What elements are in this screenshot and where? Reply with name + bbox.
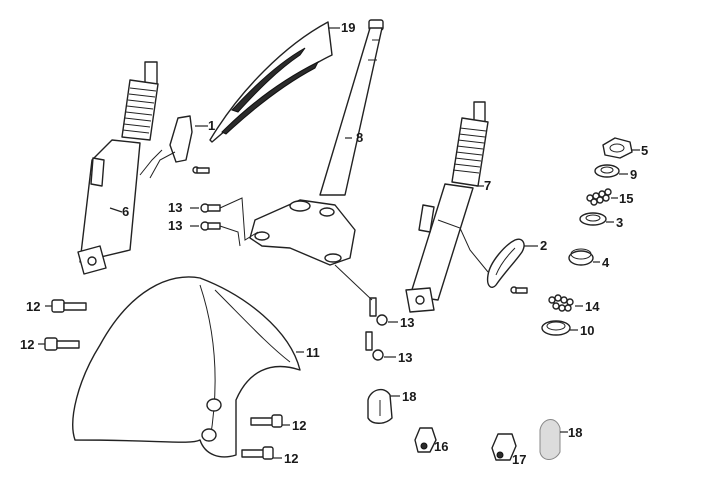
callout-8: 8	[356, 130, 363, 145]
part-7-right-fork	[405, 101, 489, 313]
part-18-reflectors	[367, 388, 568, 460]
part-1-bracket	[149, 115, 210, 179]
callout-3: 3	[616, 215, 623, 230]
callout-2: 2	[540, 238, 547, 253]
callout-18-b: 18	[568, 425, 582, 440]
part-11-front-fender	[72, 276, 304, 458]
callout-13-lower: 13	[168, 218, 182, 233]
callout-6: 6	[122, 204, 129, 219]
callout-19: 19	[341, 20, 355, 35]
part-16-17-brackets	[414, 427, 517, 461]
part-19-decal	[209, 21, 340, 143]
callout-4: 4	[602, 255, 610, 270]
callout-12-b: 12	[20, 337, 34, 352]
callout-17: 17	[512, 452, 526, 467]
callout-5: 5	[641, 143, 648, 158]
callout-12-a: 12	[26, 299, 40, 314]
callout-12-d: 12	[284, 451, 298, 466]
callout-9: 9	[630, 167, 637, 182]
part-triple-clamp	[249, 199, 356, 266]
callout-12-c: 12	[292, 418, 306, 433]
callout-18-a: 18	[402, 389, 416, 404]
part-8-steering-stem	[319, 19, 384, 196]
callout-14: 14	[585, 299, 600, 314]
callout-13-c: 13	[400, 315, 414, 330]
callout-13-d: 13	[398, 350, 412, 365]
callout-13-upper: 13	[168, 200, 182, 215]
part-2-cable-clip	[437, 219, 538, 294]
callout-11: 11	[306, 345, 320, 360]
callout-1: 1	[208, 118, 215, 133]
callout-7: 7	[484, 178, 491, 193]
callout-16: 16	[434, 439, 448, 454]
part-bearing-stack	[541, 137, 640, 336]
callout-10: 10	[580, 323, 594, 338]
callout-15: 15	[619, 191, 633, 206]
part-12-bolts	[38, 299, 290, 460]
callout-labels: 19 1 8 6 7 13 13 2 5 9 15 3 4 14 10 12 1…	[20, 20, 648, 467]
part-6-left-fork	[77, 61, 163, 275]
part-13-bolts	[190, 197, 398, 361]
